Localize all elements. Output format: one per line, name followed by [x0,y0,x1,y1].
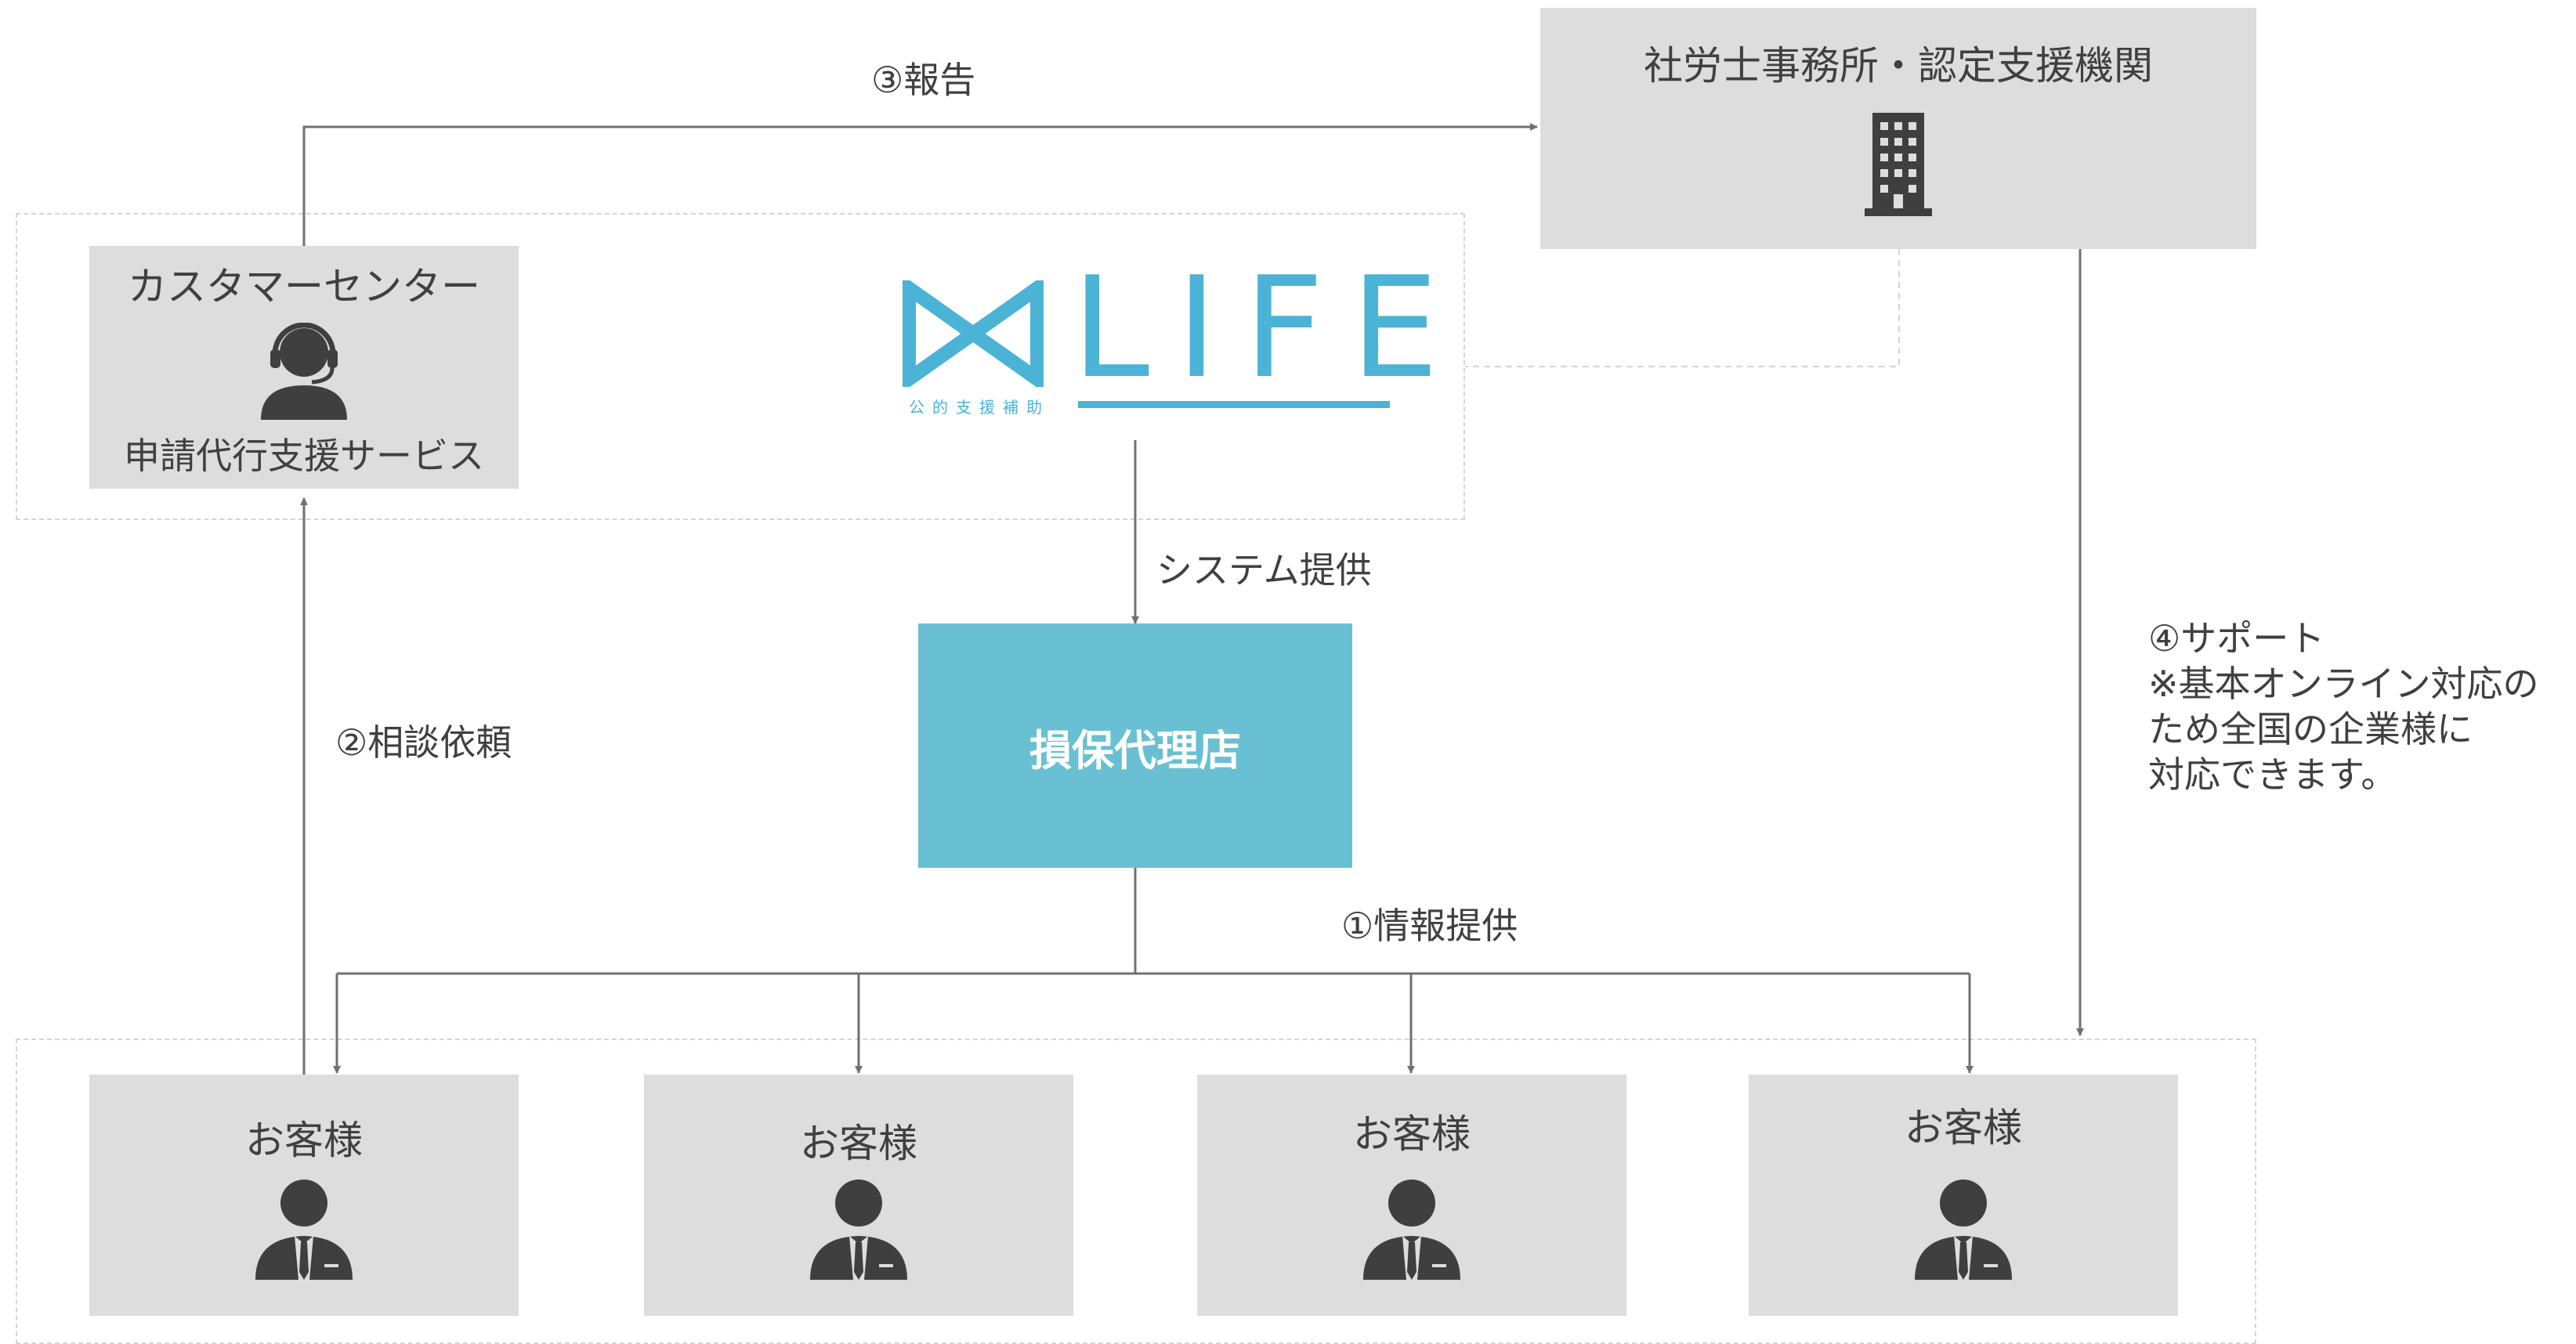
info-provision-label: ①情報提供 [1341,905,1518,947]
support-label-line-4: 対応できます。 [2148,753,2397,796]
customer-center-subtitle: 申請代行支援サービス [124,435,484,477]
customer-node-3: お客様 [1197,1075,1626,1316]
businessman-icon [1915,1180,2012,1280]
customer-center-node: カスタマーセンター 申請代行支援サービス [89,246,519,489]
customer-label-3: お客様 [1353,1111,1471,1157]
insurance-agency-label: 損保代理店 [1029,726,1241,775]
customer-node-2: お客様 [644,1075,1073,1316]
office-building-icon [1865,113,1932,216]
life-logo-icon [903,280,1044,387]
customer-label-2: お客様 [800,1121,917,1166]
life-logo-wordmark: LIFE [1072,247,1466,409]
customer-label-4: お客様 [1905,1105,2022,1151]
report-label: ③報告 [871,59,976,101]
support-label-line-3: ため全国の企業様に [2148,708,2473,750]
customer-node-4: お客様 [1749,1075,2178,1316]
sharoushi-office-node: 社労士事務所・認定支援機関 [1540,8,2256,249]
headset-operator-icon [261,323,347,420]
customer-label-1: お客様 [245,1118,363,1163]
customer-center-title: カスタマーセンター [128,264,480,309]
businessman-icon [810,1180,907,1280]
system-provision-label: システム提供 [1156,549,1372,591]
customer-node-1: お客様 [89,1075,519,1316]
support-label: ④サポート ※基本オンライン対応の ため全国の企業様に 対応できます。 [2148,616,2539,797]
support-label-line-2: ※基本オンライン対応の [2148,663,2539,705]
life-logo-underline [1078,401,1390,408]
businessman-icon [255,1180,353,1280]
sharoushi-label: 社労士事務所・認定支援機関 [1644,43,2153,89]
consult-label: ②相談依頼 [335,721,512,764]
report-arrow [302,123,1538,246]
insurance-agency-node: 損保代理店 [918,623,1352,868]
businessman-icon [1363,1180,1460,1280]
life-group-frame [16,213,1465,520]
support-label-line-1: ④サポート [2148,617,2325,659]
life-logo-tagline: 公的支援補助 [909,398,1050,417]
